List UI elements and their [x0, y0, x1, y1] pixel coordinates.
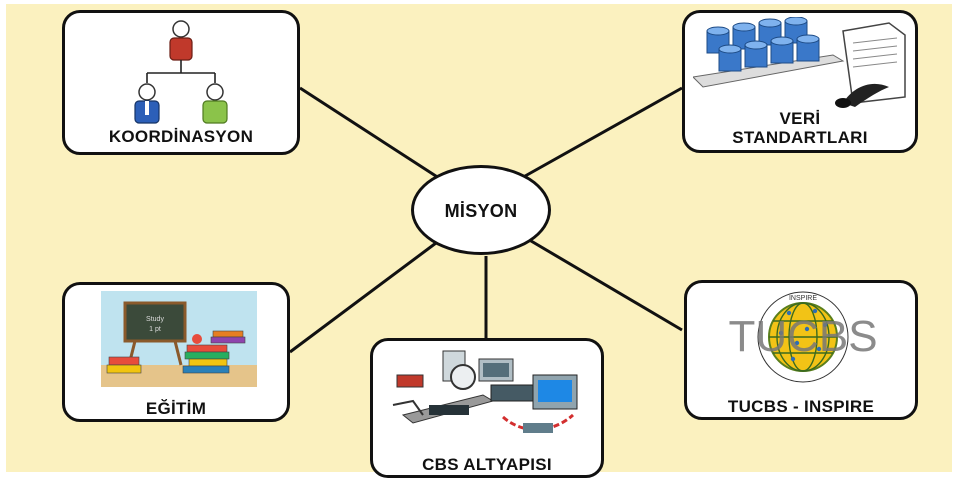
svg-text:Study: Study [146, 316, 164, 323]
network-equipment-icon [392, 350, 578, 433]
node-egitim: Study 1 pt EĞİTİM [62, 282, 290, 422]
svg-text:1 pt: 1 pt [149, 326, 161, 333]
school-books-icon: Study 1 pt [101, 291, 257, 387]
egitim-label: EĞİTİM [145, 399, 207, 418]
mission-node: MİSYON [411, 165, 551, 255]
org-chart-icon [134, 20, 228, 124]
connector-egitim [289, 238, 441, 354]
database-document-icon [693, 17, 906, 108]
mission-label: MİSYON [444, 201, 518, 221]
connector-tucbs [525, 236, 683, 332]
connector-koordinasyon [299, 86, 443, 182]
logo-text: TUCBS [728, 312, 877, 361]
node-cbs-altyapisi: CBS ALTYAPISI [370, 338, 604, 478]
veri-label-line1: VERİ [779, 109, 821, 128]
tucbs-label: TUCBS - INSPIRE [727, 397, 875, 416]
koordinasyon-label: KOORDİNASYON [108, 127, 254, 146]
logo-ring-text: INSPIRE [789, 295, 817, 302]
node-veri-standartlari: VERİ STANDARTLARI [682, 10, 918, 153]
cbs-label: CBS ALTYAPISI [422, 455, 552, 474]
connector-veri [517, 86, 683, 182]
globe-logo-icon: INSPIRE TUCBS [728, 291, 878, 383]
node-koordinasyon: KOORDİNASYON [62, 10, 300, 155]
node-tucbs-inspire: INSPIRE TUCBS TUCBS - INSPIRE [684, 280, 918, 420]
veri-label-line2: STANDARTLARI [732, 128, 868, 147]
